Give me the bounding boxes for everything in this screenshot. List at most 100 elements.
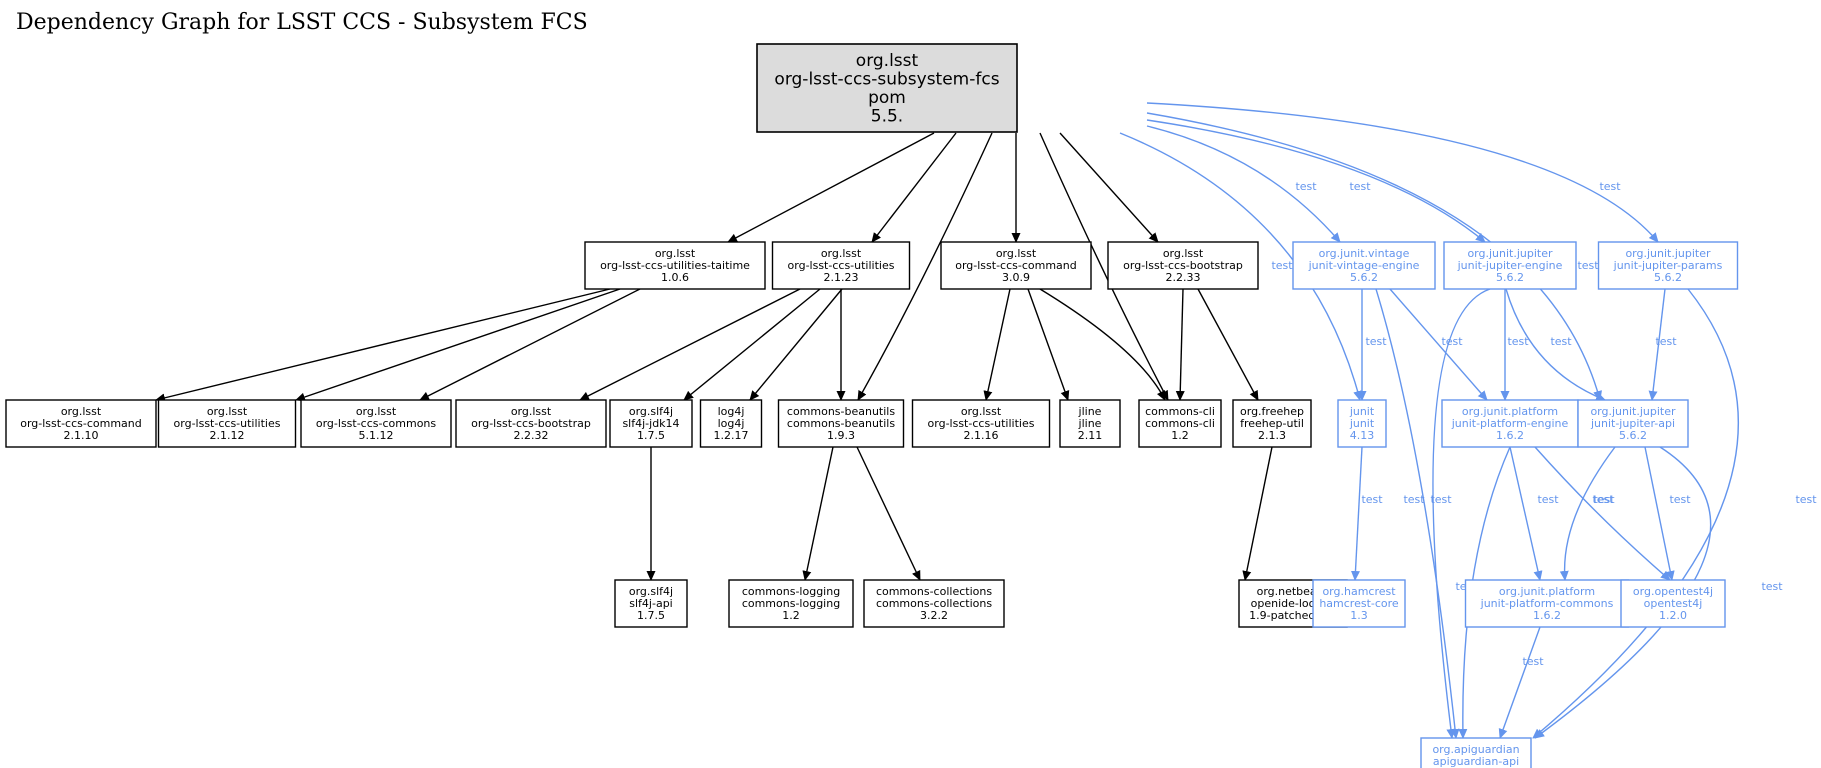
node-box bbox=[1577, 399, 1689, 448]
node-box bbox=[1443, 241, 1577, 290]
edge-line bbox=[1458, 446, 1511, 739]
node-label-line: 5.6.2 bbox=[1496, 271, 1524, 284]
node-label-line: org-lsst-ccs-commons bbox=[316, 417, 437, 430]
edge-line bbox=[1350, 446, 1363, 581]
node-label-line: junit-vintage-engine bbox=[1308, 259, 1420, 272]
edge-line bbox=[1509, 446, 1543, 581]
node-box bbox=[771, 241, 911, 290]
node-label-line: org-lsst-ccs-command bbox=[20, 417, 142, 430]
node-label-line: org-lsst-ccs-command bbox=[955, 259, 1077, 272]
edge-root-to-taitime bbox=[727, 132, 935, 243]
node-platformengine: org.junit.platformjunit-platform-engine1… bbox=[1441, 399, 1579, 448]
node-label-line: org.lsst bbox=[61, 405, 102, 418]
node-label-line: 5.1.12 bbox=[359, 429, 394, 442]
edge-jupiterparams-to-jupiterapi: test bbox=[1648, 288, 1677, 401]
edge-line bbox=[1389, 288, 1488, 401]
node-label-line: org.lsst bbox=[511, 405, 552, 418]
node-label-line: 3.0.9 bbox=[1002, 271, 1030, 284]
node-label-line: slf4j-api bbox=[629, 597, 672, 610]
edge-line bbox=[1197, 288, 1259, 401]
edge-bootstrap2233-to-freehep bbox=[1197, 288, 1259, 401]
node-label-line: org.junit.platform bbox=[1462, 405, 1558, 418]
node-box bbox=[455, 399, 607, 448]
edge-beanutils-to-logging bbox=[802, 446, 834, 581]
edge-freehep-to-openide bbox=[1242, 446, 1273, 581]
edge-junit-to-hamcrest: test bbox=[1350, 446, 1383, 581]
node-box bbox=[5, 399, 157, 448]
node-label-line: org.apiguardian bbox=[1432, 743, 1519, 756]
edge-taitime-to-utilities2112 bbox=[295, 288, 621, 402]
edge-vintage-to-platformengine: test bbox=[1389, 288, 1488, 401]
node-label-line: log4j bbox=[718, 405, 745, 418]
nodes-layer: org.lsstorg-lsst-ccs-subsystem-fcspom5.5… bbox=[5, 43, 1739, 768]
node-label-line: org.junit.jupiter bbox=[1467, 247, 1553, 260]
node-jupiterengine: org.junit.jupiterjunit-jupiter-engine5.6… bbox=[1443, 241, 1577, 290]
node-box bbox=[1597, 241, 1739, 290]
node-box bbox=[1312, 579, 1406, 628]
node-label-line: 5.6.2 bbox=[1654, 271, 1682, 284]
edge-line bbox=[155, 288, 611, 403]
edge-label: test bbox=[1403, 493, 1425, 506]
node-root: org.lsstorg-lsst-ccs-subsystem-fcspom5.5… bbox=[756, 43, 1018, 133]
edge-jupiterengine-to-jupiterapi: test bbox=[1505, 288, 1606, 401]
edge-root-to-vintage: test bbox=[1146, 125, 1341, 243]
edge-line bbox=[1059, 132, 1159, 243]
node-label-line: 5.6.2 bbox=[1619, 429, 1647, 442]
node-vintage: org.junit.vintagejunit-vintage-engine5.6… bbox=[1292, 241, 1436, 290]
node-label-line: jline bbox=[1078, 417, 1102, 430]
node-label-line: 1.3 bbox=[1350, 609, 1368, 622]
node-label-line: 1.9.3 bbox=[827, 429, 855, 442]
edge-root-to-utilities2123 bbox=[871, 132, 957, 243]
node-box bbox=[940, 241, 1092, 290]
node-label-line: org-lsst-ccs-utilities bbox=[928, 417, 1035, 430]
node-box bbox=[614, 579, 688, 628]
node-box bbox=[911, 399, 1051, 448]
edge-line bbox=[802, 446, 834, 581]
edge-label: test bbox=[1669, 493, 1691, 506]
edge-line bbox=[1146, 119, 1486, 243]
node-label-line: org.opentest4j bbox=[1633, 585, 1713, 598]
edge-line bbox=[871, 132, 957, 243]
node-box bbox=[728, 579, 854, 628]
edge-line bbox=[1146, 102, 1659, 243]
node-label-line: commons-beanutils bbox=[787, 405, 895, 418]
node-label-line: commons-cli bbox=[1145, 405, 1215, 418]
edge-label: test bbox=[1550, 335, 1572, 348]
node-box bbox=[1620, 579, 1726, 628]
node-label-line: 1.2 bbox=[782, 609, 800, 622]
node-label-line: 1.7.5 bbox=[637, 609, 665, 622]
edge-line bbox=[579, 288, 801, 401]
edge-utilities2123-to-log4j bbox=[749, 288, 843, 401]
node-label-line: org.lsst bbox=[961, 405, 1002, 418]
edge-line bbox=[1534, 446, 1712, 739]
node-jupiterparams: org.junit.jupiterjunit-jupiter-params5.6… bbox=[1597, 241, 1739, 290]
node-label-line: slf4j-jdk14 bbox=[622, 417, 679, 430]
node-box bbox=[157, 399, 297, 448]
node-label-line: junit-platform-commons bbox=[1480, 597, 1614, 610]
edge-line bbox=[1119, 132, 1363, 401]
edge-line bbox=[1146, 125, 1341, 243]
edge-root-to-jupiterparams: test bbox=[1146, 102, 1659, 243]
node-label-line: org.lsst bbox=[1163, 247, 1204, 260]
node-box bbox=[1337, 399, 1387, 448]
node-label-line: org-lsst-ccs-utilities-taitime bbox=[600, 259, 750, 272]
edge-label: test bbox=[1271, 259, 1293, 272]
edge-command309-to-commonscli bbox=[1039, 288, 1166, 401]
edge-root-to-beanutils bbox=[857, 132, 993, 401]
edge-line bbox=[1375, 288, 1460, 739]
node-label-line: junit bbox=[1349, 417, 1375, 430]
node-label-line: apiguardian-api bbox=[1433, 755, 1519, 768]
node-label-line: opentest4j bbox=[1644, 597, 1703, 610]
node-label-line: org-lsst-ccs-utilities bbox=[788, 259, 895, 272]
edge-root-to-jupiterengine: test bbox=[1146, 119, 1486, 243]
edge-utilities2123-to-slf4jjdk bbox=[683, 288, 821, 401]
node-label-line: 4.13 bbox=[1350, 429, 1375, 442]
